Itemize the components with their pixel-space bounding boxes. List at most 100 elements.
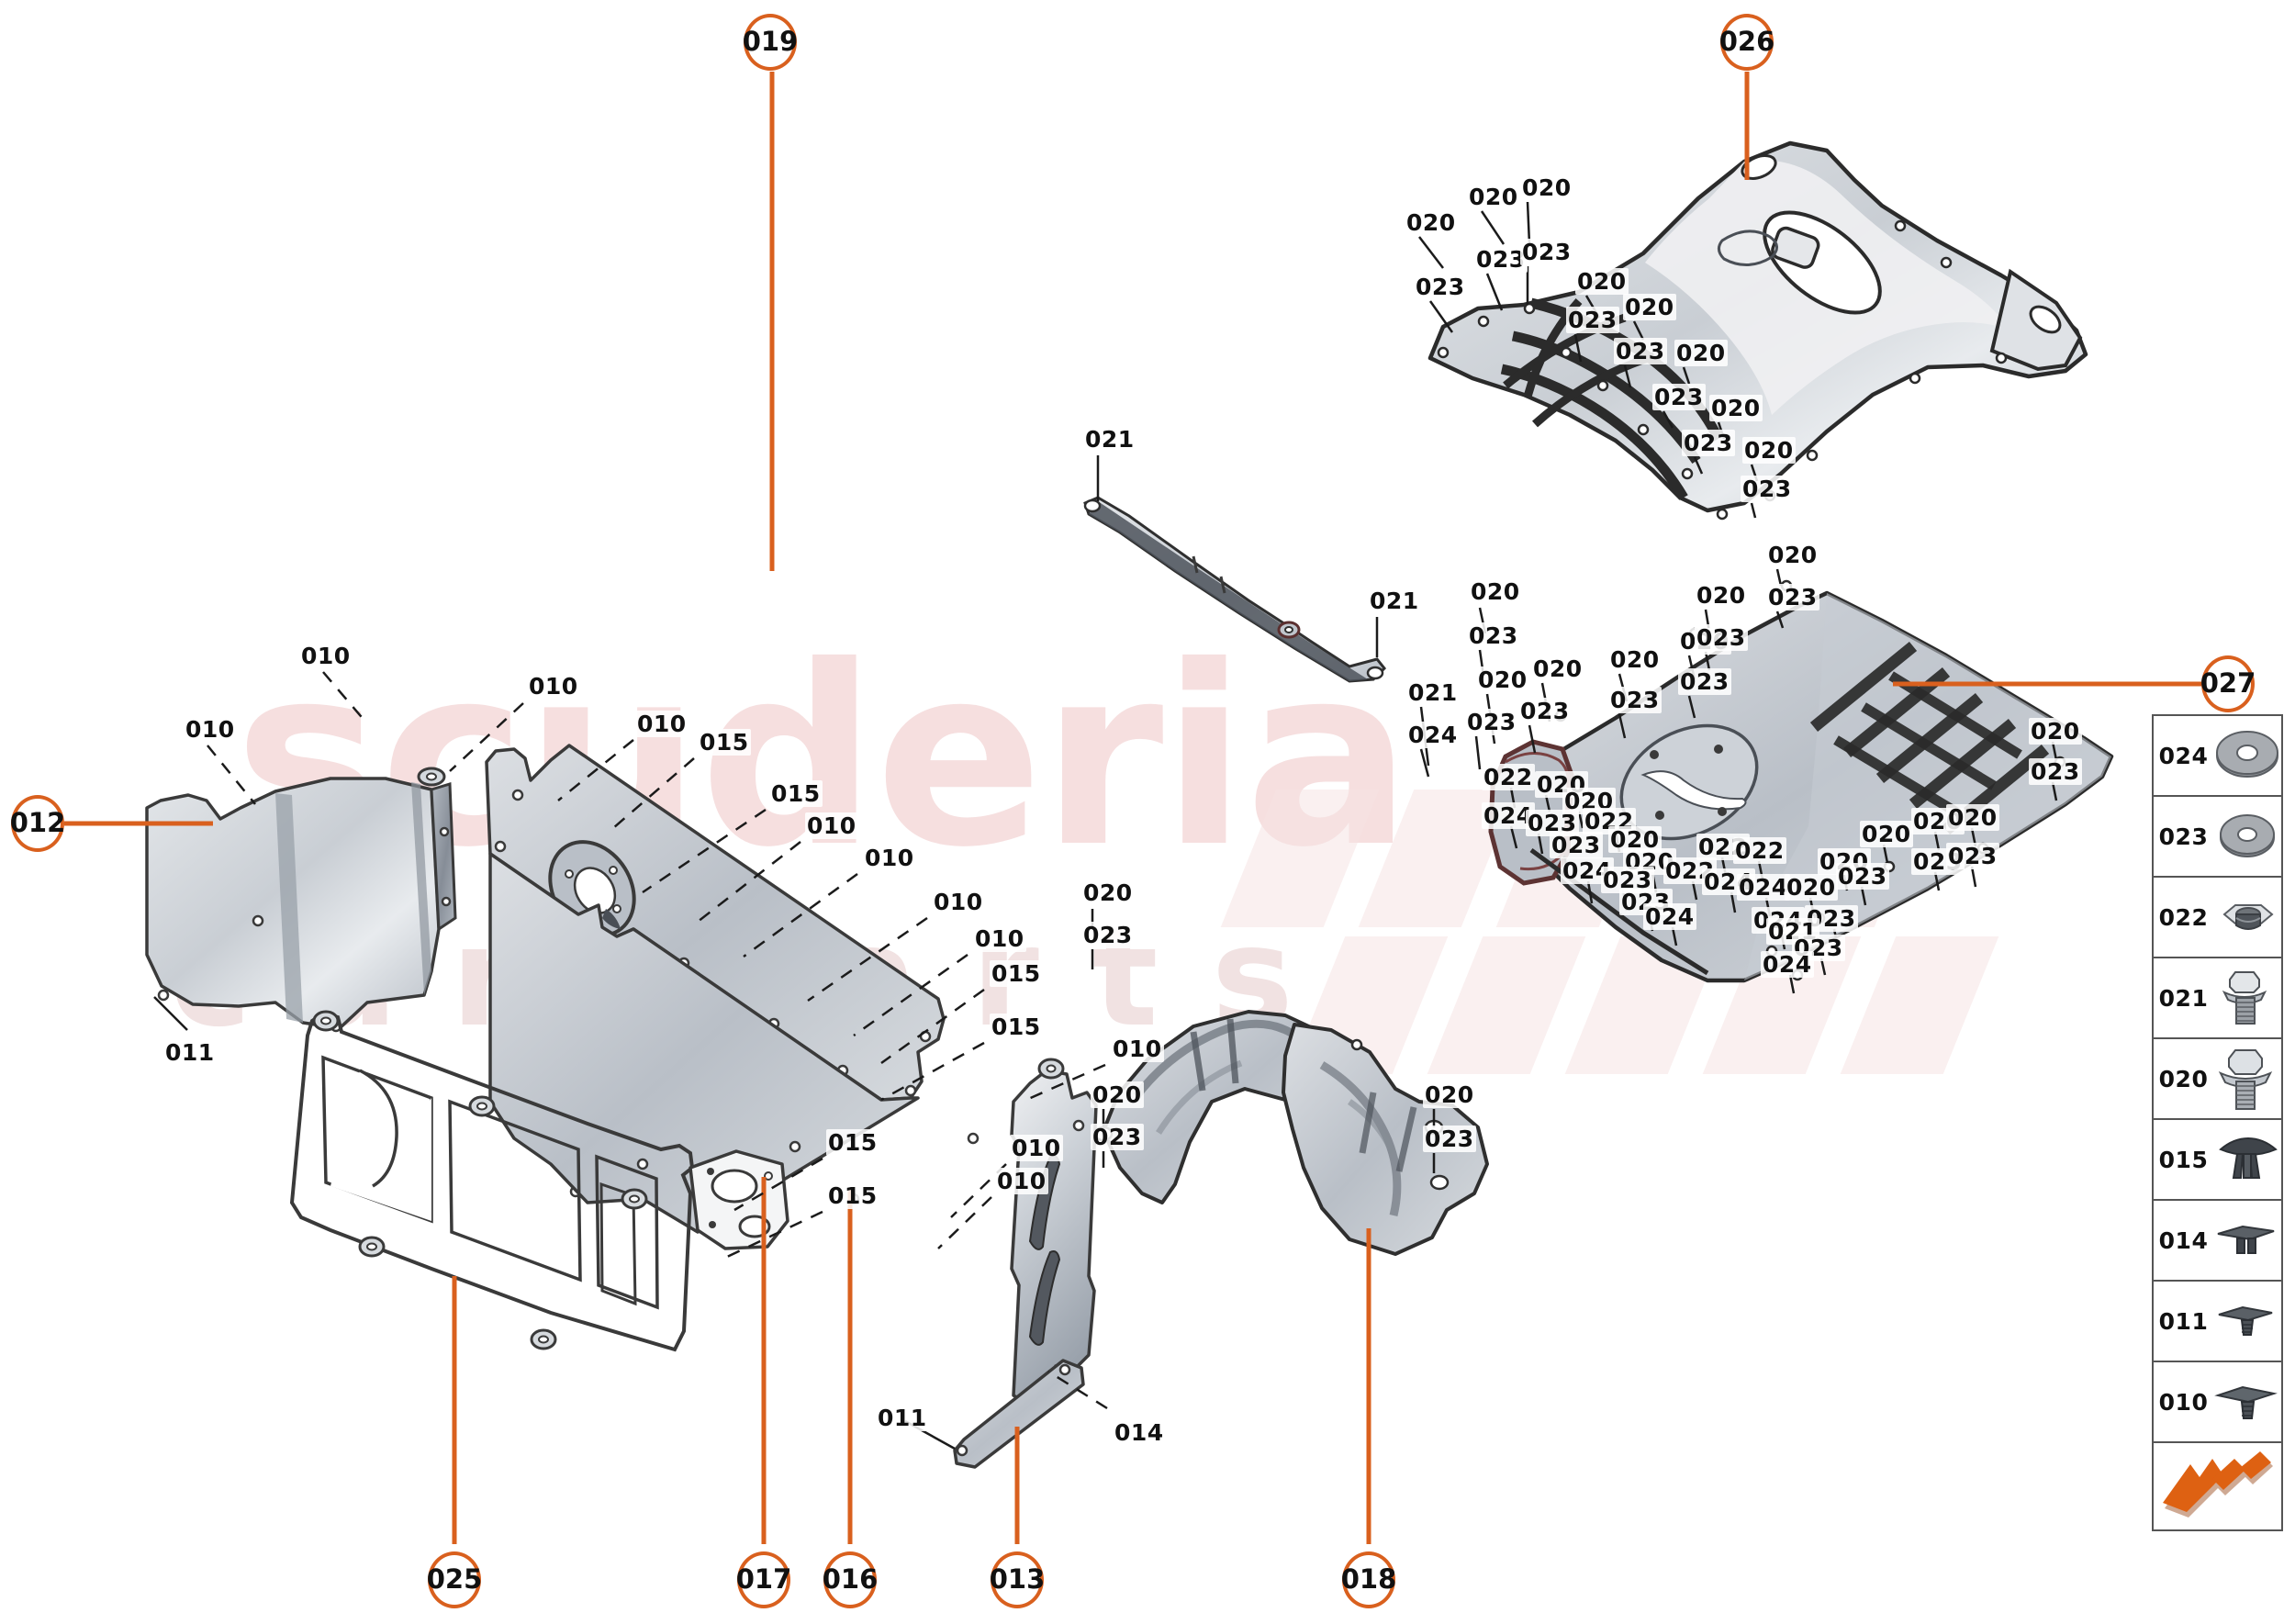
leader-line [153, 996, 188, 1031]
part-label-023: 023 [1678, 668, 1731, 695]
callout-019[interactable]: 019 [743, 14, 798, 71]
part-label-023: 023 [1474, 246, 1528, 273]
callout-027[interactable]: 027 [2200, 655, 2256, 712]
leader-line [880, 1041, 985, 1102]
part-label-020: 020 [1469, 578, 1522, 605]
leader-line [1788, 974, 1796, 994]
legend-row-011[interactable]: 011 [2154, 1282, 2281, 1362]
legend-row-021[interactable]: 021 [2154, 958, 2281, 1039]
callout-026[interactable]: 026 [1718, 14, 1775, 71]
legend-row-015[interactable]: 015 [2154, 1120, 2281, 1201]
part-label-024: 024 [1761, 951, 1814, 978]
orange-arrow-icon [2154, 1443, 2281, 1529]
callout-label: 012 [9, 807, 66, 838]
part-label-023: 023 [1695, 624, 1748, 651]
part-label-023: 023 [1946, 843, 1999, 869]
part-label-023: 023 [1614, 338, 1667, 364]
part-label-010: 010 [995, 1168, 1048, 1194]
part-label-020: 020 [1695, 582, 1748, 609]
legend-row-020[interactable]: 020 [2154, 1039, 2281, 1120]
legend-row-022[interactable]: 022 [2154, 878, 2281, 958]
legend-row-014[interactable]: 014 [2154, 1201, 2281, 1282]
part-label-021: 021 [1083, 426, 1136, 453]
part-label-010: 010 [1111, 1036, 1164, 1062]
part-label-020: 020 [1860, 821, 1913, 847]
part-label-020: 020 [1608, 646, 1662, 673]
callout-017[interactable]: 017 [735, 1551, 792, 1608]
part-label-015: 015 [990, 960, 1043, 987]
leader-line [1882, 844, 1889, 864]
leader-line [1509, 825, 1518, 849]
part-label-020: 020 [1405, 209, 1458, 236]
part-label-021: 021 [1406, 679, 1460, 706]
part-label-023: 023 [1467, 622, 1520, 649]
leader-line [1750, 502, 1757, 519]
part-label-023: 023 [1414, 274, 1467, 300]
leader-line [1691, 880, 1698, 901]
callout-013[interactable]: 013 [989, 1551, 1046, 1608]
part-label-020: 020 [1476, 666, 1529, 693]
part-label-010: 010 [1010, 1135, 1063, 1161]
part-label-023: 023 [1682, 430, 1735, 456]
callout-label: 016 [822, 1563, 879, 1595]
legend-row-010[interactable]: 010 [2154, 1362, 2281, 1443]
part-label-020: 020 [1520, 174, 1573, 201]
part-label-010: 010 [527, 673, 580, 700]
callout-012[interactable]: 012 [9, 795, 66, 852]
part-label-023: 023 [1741, 476, 1794, 502]
part-label-020: 020 [1423, 1081, 1476, 1108]
part-label-023: 023 [1465, 709, 1518, 735]
part-label-024: 024 [1737, 874, 1790, 901]
leader-line [1428, 300, 1454, 333]
leader-line [2051, 741, 2058, 761]
part-label-010: 010 [932, 889, 985, 915]
flat-washer-large-icon [2213, 716, 2281, 795]
leader-line [642, 808, 767, 894]
legend-part-number: 023 [2158, 823, 2209, 850]
part-013-shape [953, 1058, 1098, 1469]
leader-line [557, 739, 634, 801]
part-label-leaders [153, 201, 2058, 1450]
part-016-lower [488, 852, 980, 1234]
part-label-020: 020 [1674, 340, 1728, 366]
part-025-shape [289, 1010, 695, 1352]
legend-part-number: 014 [2158, 1226, 2209, 1254]
part-label-010: 010 [635, 711, 688, 737]
leader-line [1704, 651, 1711, 671]
leader-line [1933, 831, 1941, 851]
callout-label: 013 [989, 1563, 1046, 1595]
hex-nut-icon [2213, 878, 2281, 957]
flat-washer-icon [2213, 797, 2281, 876]
leader-line [1474, 735, 1482, 770]
part-label-010: 010 [184, 716, 237, 743]
legend-part-number: 022 [2158, 903, 2209, 931]
legend-row-024[interactable]: 024 [2154, 716, 2281, 797]
part-label-020: 020 [1575, 268, 1629, 295]
callout-label: 026 [1718, 26, 1775, 57]
part-label-023: 023 [1423, 1126, 1476, 1152]
part-label-011: 011 [876, 1405, 929, 1431]
callout-025[interactable]: 025 [427, 1551, 482, 1608]
callout-leaders [64, 72, 2201, 1544]
part-label-015: 015 [826, 1129, 879, 1156]
part-label-015: 015 [826, 1182, 879, 1209]
leader-line [1933, 871, 1941, 891]
leader-line [937, 1196, 992, 1249]
part-label-023: 023 [1518, 698, 1572, 724]
legend-row-arrow[interactable] [2154, 1443, 2281, 1529]
part-label-020: 020 [1091, 1081, 1144, 1108]
part-label-022: 022 [1482, 764, 1535, 790]
callout-label: 017 [735, 1563, 792, 1595]
part-label-023: 023 [1081, 922, 1135, 948]
part-label-020: 020 [1081, 879, 1135, 906]
leader-line [1671, 926, 1678, 946]
leader-line [1775, 610, 1785, 629]
leader-line [733, 1157, 823, 1212]
leader-line [1526, 201, 1531, 245]
part-label-023: 023 [2029, 758, 2082, 785]
legend-row-023[interactable]: 023 [2154, 797, 2281, 878]
part-012-shape [145, 767, 457, 1033]
callout-016[interactable]: 016 [822, 1551, 879, 1608]
callout-018[interactable]: 018 [1341, 1551, 1396, 1608]
